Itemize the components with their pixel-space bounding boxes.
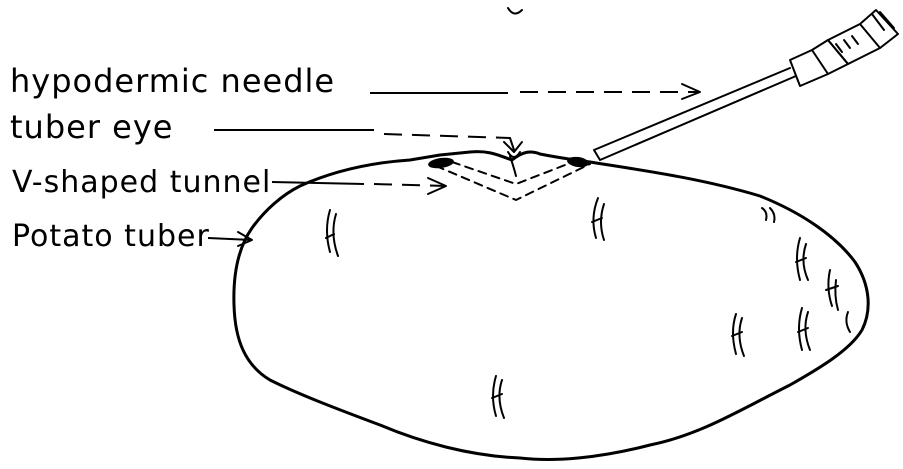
label-tuber-eye: tuber eye xyxy=(10,108,173,146)
surface-eye-1 xyxy=(326,210,338,256)
surface-eyes xyxy=(326,198,850,418)
needle-leader-line xyxy=(370,84,700,99)
needle-shaft xyxy=(594,68,796,160)
surface-eye-4 xyxy=(796,238,808,280)
label-hypodermic-needle: hypodermic needle xyxy=(10,62,335,100)
tunnel-entry-hole-right xyxy=(566,156,589,169)
tuber-eye-leader-line xyxy=(214,130,522,152)
label-potato-tuber: Potato tuber xyxy=(12,219,210,254)
surface-eye-6 xyxy=(846,312,850,332)
surface-eye-3 xyxy=(762,208,775,222)
tuber-leader-line xyxy=(208,232,252,246)
tunnel-entry-hole-left xyxy=(427,156,454,170)
surface-eye-9 xyxy=(492,376,504,418)
syringe-tip xyxy=(860,10,898,48)
surface-eye-5 xyxy=(826,270,838,310)
surface-eye-7 xyxy=(732,314,744,356)
tuber-eye-mark xyxy=(508,152,520,176)
surface-eye-2 xyxy=(592,198,604,240)
top-stray-mark xyxy=(508,8,522,14)
syringe-collar xyxy=(828,24,880,64)
surface-eye-8 xyxy=(798,308,810,350)
potato-tuber-outline xyxy=(234,152,868,460)
label-v-shaped-tunnel: V-shaped tunnel xyxy=(12,165,271,200)
hypodermic-needle-drawing xyxy=(594,10,898,160)
